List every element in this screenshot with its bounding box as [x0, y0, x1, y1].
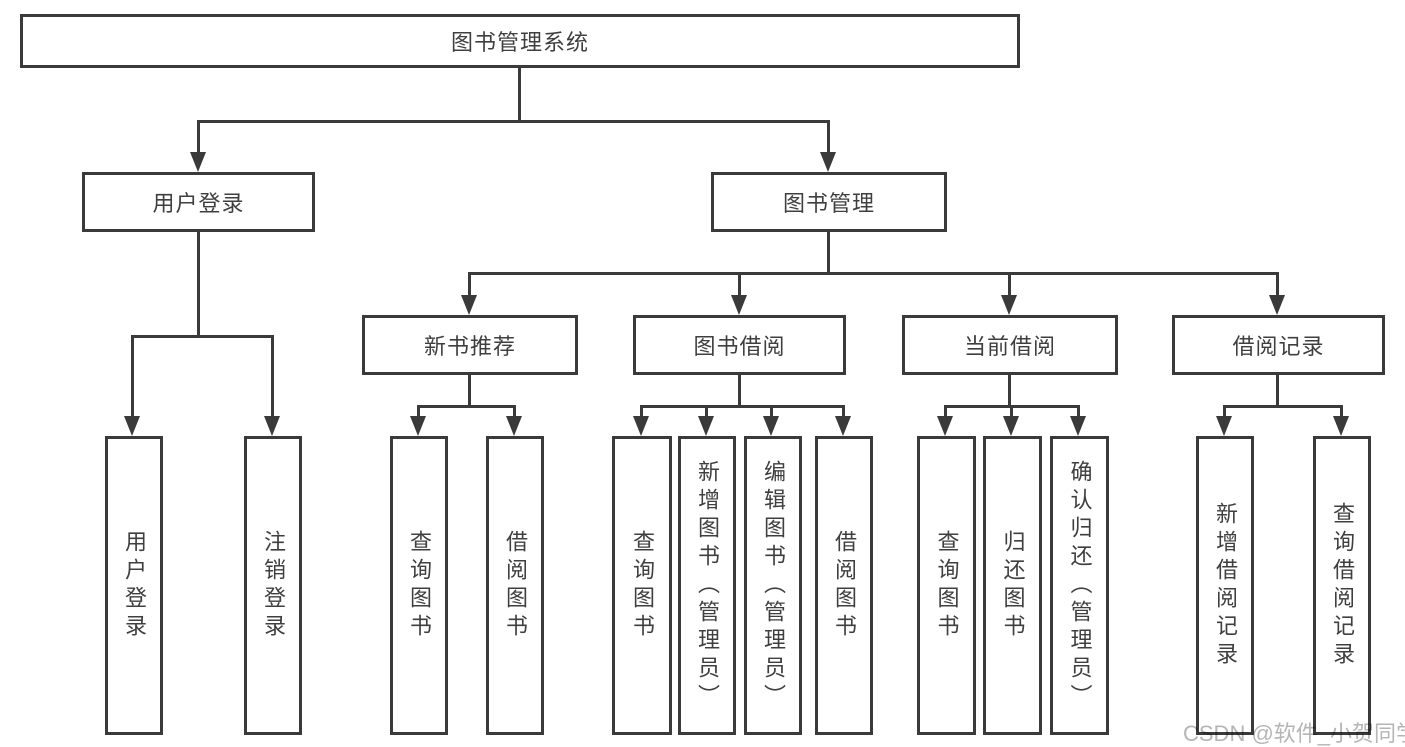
node-label: 借阅图书 — [503, 529, 528, 642]
arrow-down-icon — [1216, 416, 1232, 436]
node-current-borrowing: 当前借阅 — [902, 315, 1118, 375]
arrow-down-icon — [835, 416, 851, 436]
node-user-login: 用户登录 — [82, 172, 315, 232]
arrow-down-icon — [1003, 416, 1019, 436]
connector-line — [417, 405, 516, 408]
node-label: 新书推荐 — [423, 334, 516, 359]
connector-line — [640, 405, 643, 418]
leaf-confirm-return-admin: 确认归还（管理员） — [1050, 436, 1109, 735]
connector-line — [842, 405, 845, 418]
node-label: 确认归还（管理员） — [1067, 459, 1093, 712]
connector-line — [738, 375, 741, 405]
connector-line — [1008, 375, 1011, 405]
connector-line — [468, 272, 471, 297]
leaf-query-books-recommend: 查询图书 — [390, 436, 448, 735]
node-label: 查询图书 — [407, 529, 432, 642]
connector-line — [827, 120, 830, 154]
node-label: 查询图书 — [630, 529, 655, 642]
connector-line — [640, 405, 845, 408]
connector-line — [197, 120, 200, 154]
node-label: 新增借阅记录 — [1213, 501, 1238, 670]
connector-line — [1008, 272, 1011, 297]
leaf-query-books-current: 查询图书 — [917, 436, 976, 735]
leaf-user-login: 用户登录 — [105, 436, 163, 735]
arrow-down-icon — [633, 416, 649, 436]
arrow-down-icon — [731, 295, 747, 315]
csdn-watermark: CSDN @软件_小贺同学 — [1183, 721, 1405, 746]
arrow-down-icon — [763, 416, 779, 436]
node-label: 编辑图书（管理员） — [761, 459, 786, 712]
connector-line — [513, 405, 516, 418]
node-label: 查询借阅记录 — [1330, 501, 1355, 670]
leaf-logout: 注销登录 — [244, 436, 302, 735]
connector-line — [417, 405, 420, 418]
connector-line — [1077, 405, 1080, 418]
node-label: 用户登录 — [122, 529, 147, 642]
connector-line — [197, 120, 830, 123]
arrow-down-icon — [190, 152, 206, 172]
node-book-management: 图书管理 — [711, 172, 947, 232]
connector-line — [131, 335, 274, 338]
node-library-management-system: 图书管理系统 — [20, 14, 1020, 68]
connector-line — [705, 405, 708, 418]
node-label: 用户登录 — [152, 191, 245, 216]
connector-line — [468, 375, 471, 405]
connector-line — [1223, 405, 1226, 418]
arrow-down-icon — [698, 416, 714, 436]
connector-line — [1223, 405, 1343, 408]
connector-line — [770, 405, 773, 418]
arrow-down-icon — [461, 295, 477, 315]
arrow-down-icon — [937, 416, 953, 436]
connector-line — [1276, 375, 1279, 405]
leaf-borrow-books-recommend: 借阅图书 — [486, 436, 544, 735]
leaf-add-book-admin: 新增图书（管理员） — [678, 436, 736, 735]
leaf-borrow-books: 借阅图书 — [815, 436, 873, 735]
connector-line — [1276, 272, 1279, 297]
connector-line — [197, 232, 200, 335]
node-borrowing-records: 借阅记录 — [1172, 315, 1385, 375]
connector-line — [131, 335, 134, 418]
arrow-down-icon — [1269, 295, 1285, 315]
node-label: 借阅图书 — [832, 529, 857, 642]
node-label: 图书借阅 — [693, 334, 786, 359]
connector-line — [827, 232, 830, 272]
node-label: 查询图书 — [934, 529, 960, 642]
node-label: 新增图书（管理员） — [695, 459, 720, 712]
node-label: 当前借阅 — [963, 334, 1056, 359]
arrow-down-icon — [1001, 295, 1017, 315]
leaf-return-books: 归还图书 — [983, 436, 1042, 735]
connector-line — [944, 405, 947, 418]
arrow-down-icon — [506, 416, 522, 436]
node-label: 图书管理系统 — [450, 30, 589, 55]
node-label: 借阅记录 — [1232, 334, 1325, 359]
arrow-down-icon — [124, 416, 140, 436]
arrow-down-icon — [1070, 416, 1086, 436]
connector-line — [1340, 405, 1343, 418]
connector-line — [271, 335, 274, 418]
leaf-add-borrow-record: 新增借阅记录 — [1196, 436, 1254, 735]
arrow-down-icon — [1333, 416, 1349, 436]
node-book-borrowing: 图书借阅 — [633, 315, 846, 375]
node-new-book-recommendation: 新书推荐 — [362, 315, 578, 375]
leaf-query-books-borrowing: 查询图书 — [612, 436, 672, 735]
node-label: 归还图书 — [1000, 529, 1026, 642]
connector-line — [1010, 405, 1013, 418]
connector-line — [518, 68, 521, 120]
leaf-edit-book-admin: 编辑图书（管理员） — [744, 436, 802, 735]
connector-line — [738, 272, 741, 297]
connector-line — [468, 272, 1279, 275]
leaf-query-borrow-record: 查询借阅记录 — [1313, 436, 1371, 735]
node-label: 图书管理 — [782, 191, 875, 216]
arrow-down-icon — [820, 152, 836, 172]
arrow-down-icon — [264, 416, 280, 436]
arrow-down-icon — [410, 416, 426, 436]
node-label: 注销登录 — [261, 529, 286, 642]
